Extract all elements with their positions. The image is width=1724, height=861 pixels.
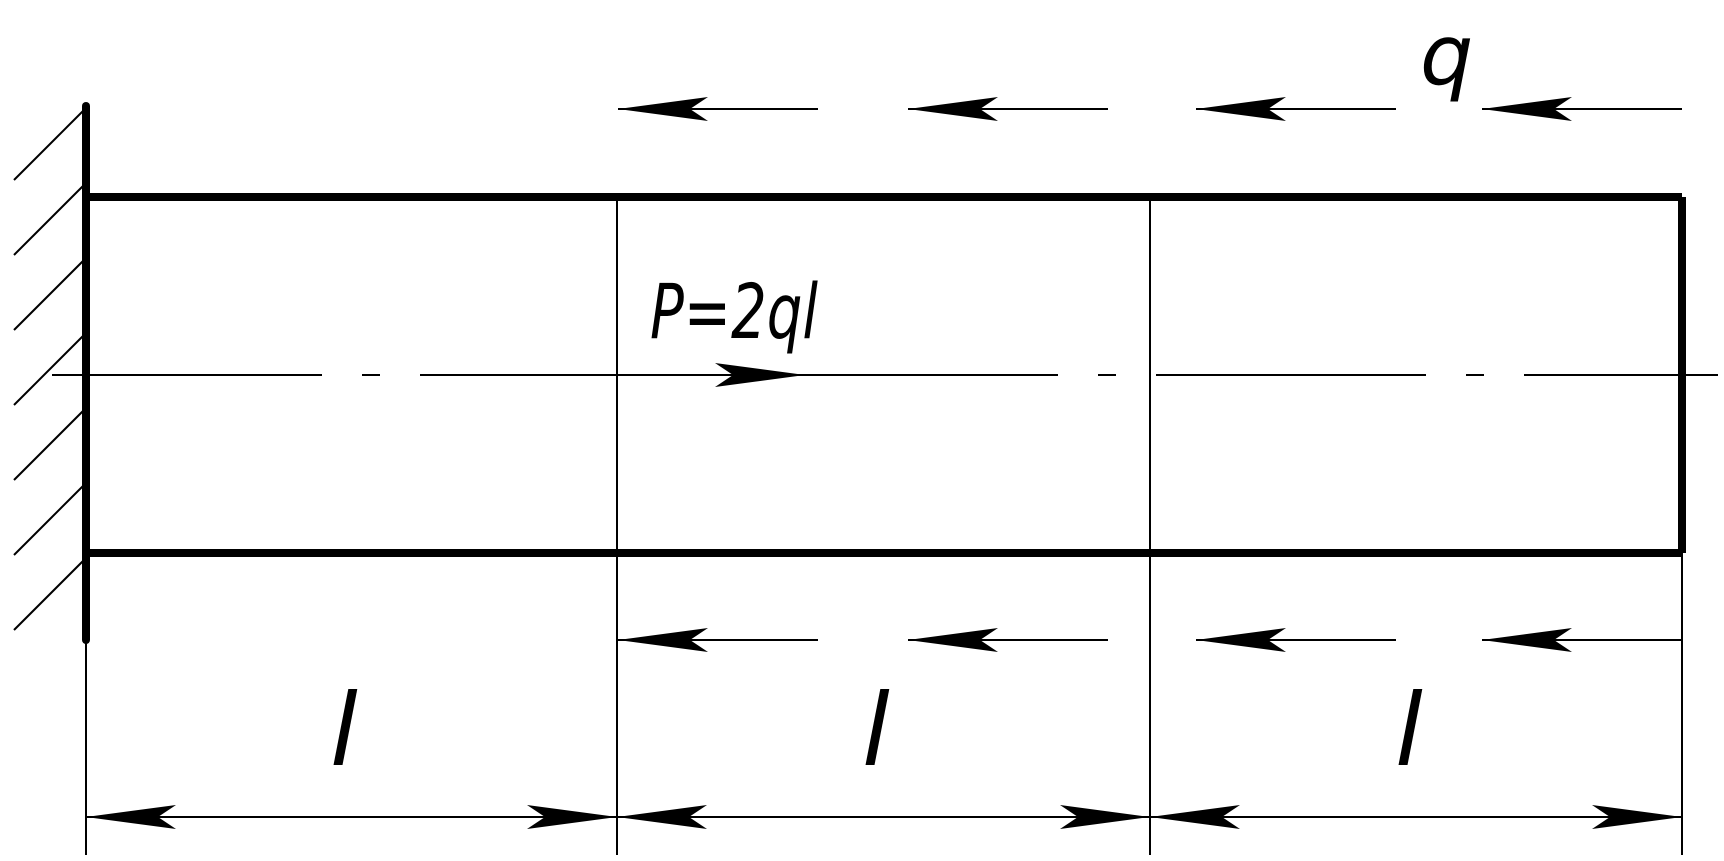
segment-3-length-label: l [1395, 672, 1423, 789]
fixed-support-hatching [13, 107, 87, 631]
point-force-label: P=2ql [650, 267, 818, 356]
section-division-lines [85, 197, 1683, 855]
distributed-load-label: q [1420, 6, 1473, 104]
segment-2-length-label: l [862, 672, 890, 789]
segment-1-length-label: l [330, 672, 358, 789]
